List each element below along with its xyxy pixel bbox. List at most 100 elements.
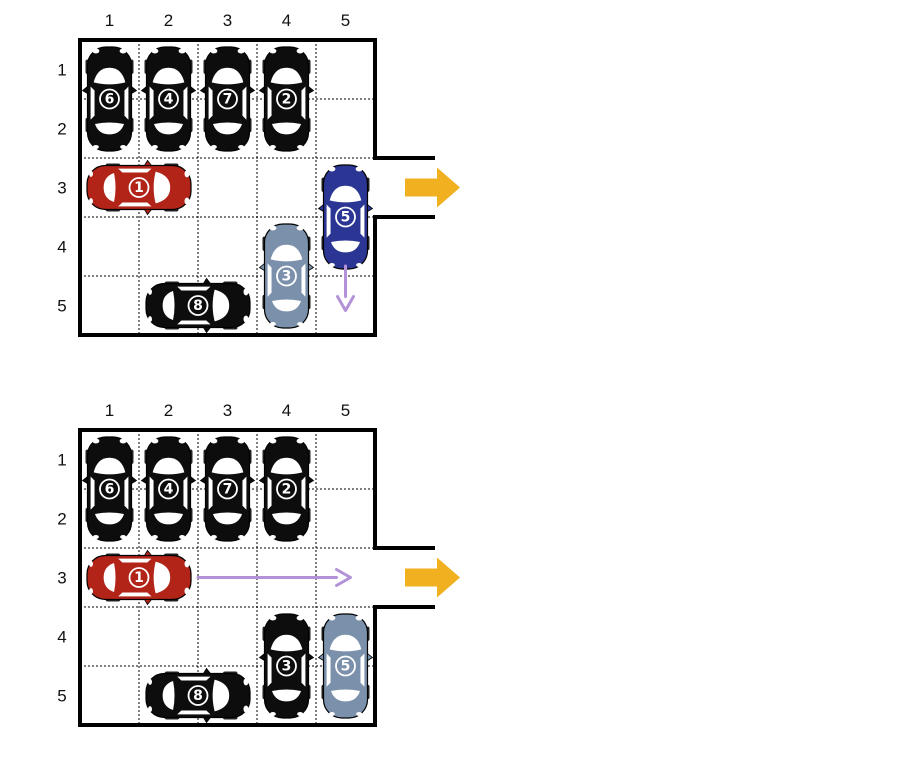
car-taillight (297, 535, 304, 539)
car-taillight (179, 145, 186, 149)
car: 2 (258, 46, 315, 152)
car-taillight (92, 145, 99, 149)
car-side-window (360, 653, 365, 687)
car-taillight (328, 712, 335, 716)
car-headlight (178, 438, 186, 444)
car-number-label: 1 (134, 570, 144, 586)
car-number-label: 4 (164, 92, 174, 108)
car-headlight (243, 315, 249, 323)
car-windshield (211, 457, 244, 475)
car-rear-window (271, 122, 302, 135)
car-windshield (152, 67, 185, 85)
car-side-window (326, 653, 331, 687)
car-headlight (184, 197, 190, 205)
car-headlight (119, 438, 127, 444)
car-rear-window (330, 689, 361, 702)
row-label: 2 (57, 510, 66, 529)
car-mirror (308, 652, 315, 662)
column-label: 1 (105, 401, 114, 420)
car-side-window (149, 86, 154, 120)
car-side-window (242, 476, 247, 510)
car-headlight (269, 225, 277, 231)
car: 3 (258, 613, 315, 719)
car-mirror (308, 85, 315, 95)
car-mirror (317, 652, 324, 662)
row-label: 4 (57, 628, 66, 647)
car-taillight (148, 678, 152, 685)
car: 7 (199, 436, 256, 542)
row-label: 5 (57, 687, 66, 706)
car-headlight (119, 48, 127, 54)
car-side-window (267, 86, 272, 120)
car-number-label: 7 (223, 482, 233, 498)
car-taillight (269, 145, 276, 149)
car-number-badge (276, 478, 297, 500)
car-number-badge (158, 478, 179, 500)
car-mirror (202, 667, 212, 674)
car-taillight (210, 535, 217, 539)
car-shape (81, 46, 138, 152)
car-taillight (238, 535, 245, 539)
car-side-window (267, 263, 272, 297)
car-windshield (93, 457, 126, 475)
car-headlight (151, 438, 159, 444)
car-side-window (124, 86, 129, 120)
car-side-window (177, 676, 211, 681)
car-rear-window (153, 512, 184, 525)
car-taillight (151, 145, 158, 149)
car-windshield (212, 289, 230, 322)
car: 8 (145, 277, 251, 334)
car: 4 (140, 46, 197, 152)
car-mirror (258, 652, 265, 662)
car-side-window (118, 202, 152, 207)
car-shape (86, 159, 192, 216)
car-number-label: 3 (282, 659, 292, 675)
car-mirror (308, 475, 315, 485)
car-taillight (269, 322, 276, 326)
car-side-window (267, 476, 272, 510)
car-number-badge (128, 567, 150, 588)
column-label: 2 (164, 401, 173, 420)
car-side-window (90, 86, 95, 120)
car-taillight (179, 535, 186, 539)
car-number-badge (99, 478, 120, 500)
car-mirror (131, 475, 138, 485)
car-taillight (269, 712, 276, 716)
row-label: 3 (57, 569, 66, 588)
car-windshield (270, 244, 303, 262)
car-shape (86, 549, 192, 606)
car-number-badge (335, 206, 356, 228)
car-mirror (258, 85, 265, 95)
car-side-window (177, 710, 211, 715)
car-side-window (90, 476, 95, 510)
car-taillight (89, 198, 93, 205)
car-rear-window (94, 512, 125, 525)
car-headlight (296, 48, 304, 54)
car: 8 (145, 667, 251, 724)
car-taillight (210, 145, 217, 149)
column-label: 4 (282, 401, 291, 420)
car-side-window (124, 476, 129, 510)
car-taillight (92, 535, 99, 539)
car-number-label: 2 (282, 482, 292, 498)
car-side-window (177, 286, 211, 291)
car-side-window (301, 86, 306, 120)
row-label: 1 (57, 451, 66, 470)
car-mirror (308, 262, 315, 272)
car-side-window (177, 320, 211, 325)
car-taillight (297, 712, 304, 716)
car-taillight (297, 145, 304, 149)
arrow-head (335, 568, 352, 587)
car-headlight (269, 615, 277, 621)
car-windshield (212, 679, 230, 712)
car-mirror (249, 85, 256, 95)
car-headlight (296, 615, 304, 621)
car-headlight (296, 225, 304, 231)
car-taillight (297, 322, 304, 326)
car-headlight (237, 438, 245, 444)
car-number-badge (217, 88, 238, 110)
car-headlight (92, 438, 100, 444)
car-headlight (355, 166, 363, 172)
